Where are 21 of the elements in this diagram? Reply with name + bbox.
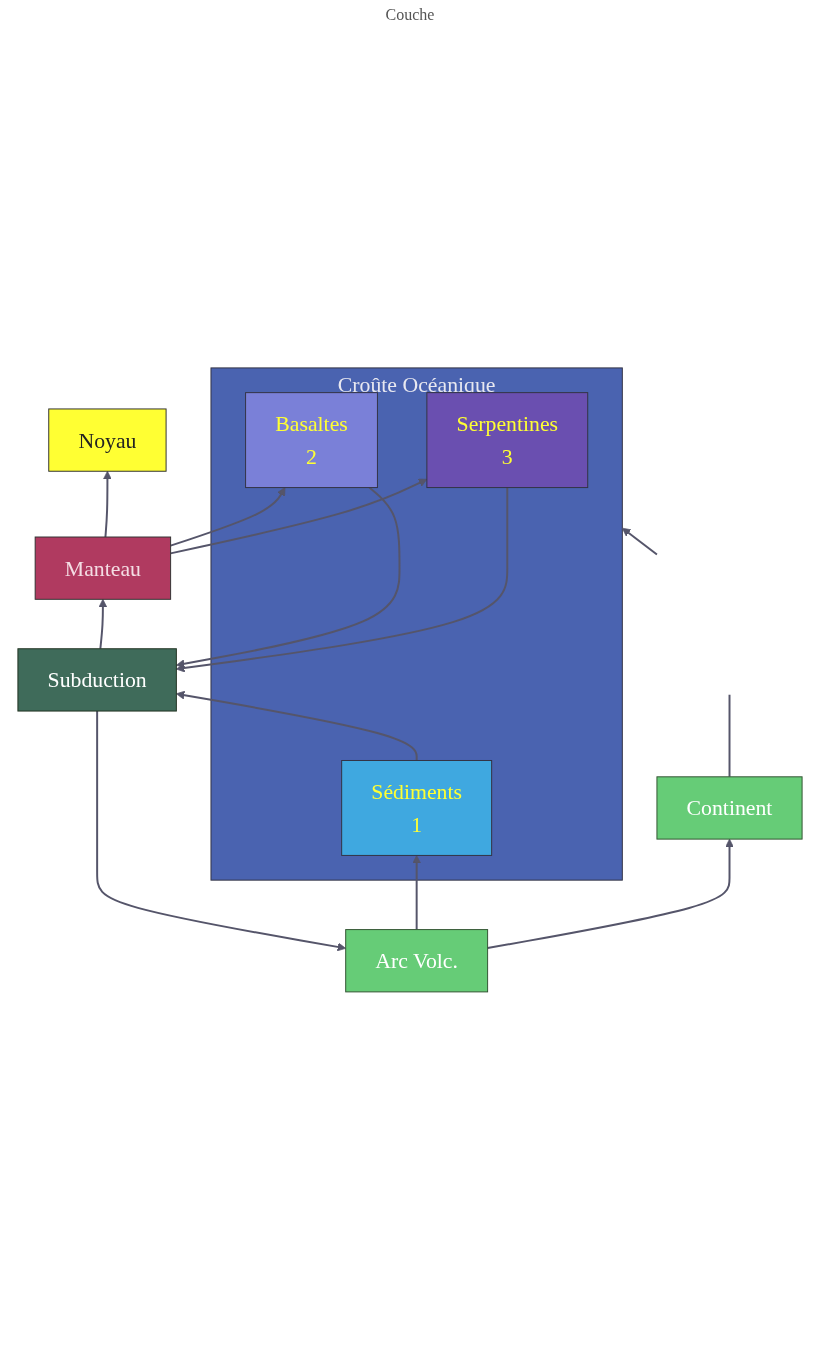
node-box: Manteau [34,536,172,600]
layer-label: Couche [385,6,435,23]
arrow [169,487,286,547]
node-box: Continent [656,776,803,840]
node-box: Sédiments 1 [341,760,493,856]
arrow [621,527,658,556]
node-box: Basaltes 2 [245,392,378,489]
node-box: Subduction [17,648,177,712]
arrow [175,486,509,673]
arrow [175,486,401,669]
arrow [412,855,421,931]
arrow [169,478,428,555]
arrow [98,599,108,650]
arrow [486,838,734,950]
node-box: Arc Volc. [345,929,489,993]
arrow [175,690,418,762]
arrow [103,470,112,539]
connector [728,693,731,778]
node-box: Noyau [48,408,167,472]
arrow [96,710,347,952]
node-box: Serpentines 3 [426,392,589,489]
